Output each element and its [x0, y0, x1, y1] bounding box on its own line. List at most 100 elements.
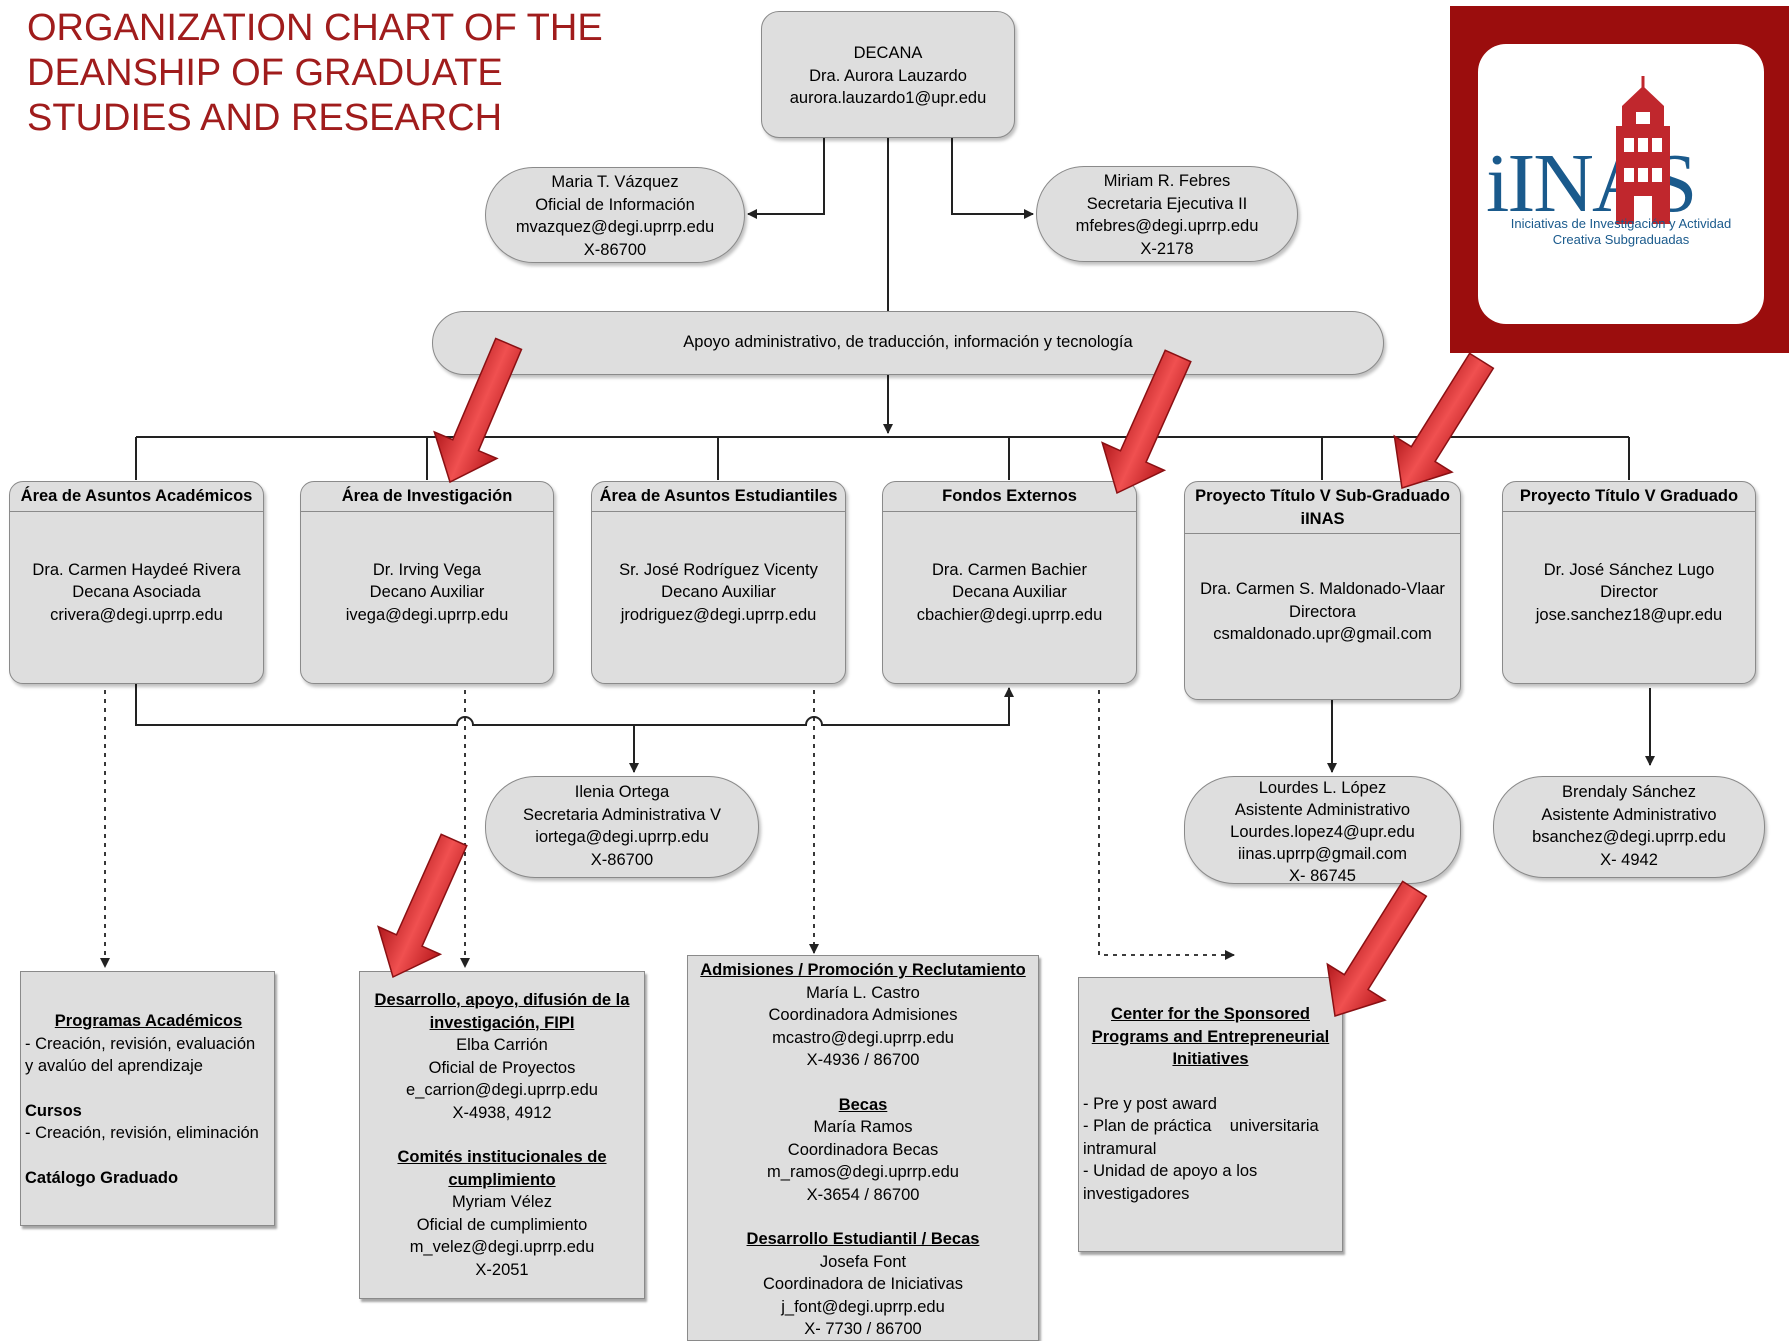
- connector-dean-info: [747, 138, 825, 219]
- iinas-assistant-box[interactable]: Lourdes L. López Asistente Administrativ…: [1184, 776, 1461, 885]
- committees-heading-a: Comités institucionales de: [397, 1148, 607, 1166]
- area-research-email: ivega@degi.uprrp.edu: [345, 605, 509, 624]
- scholarships-heading: Becas: [838, 1095, 888, 1114]
- research-heading-a: Desarrollo, apoyo, difusión de la: [374, 991, 630, 1009]
- iinas-logo-subtitle: Iniciativas de Investigación y Actividad…: [1510, 216, 1732, 247]
- admissions-person: María L. Castro: [806, 983, 920, 1002]
- area-student-affairs-name: Sr. José Rodríguez Vicenty: [619, 560, 818, 579]
- area-student-affairs[interactable]: Área de Asuntos Estudiantiles Sr. José R…: [591, 481, 846, 684]
- sponsored-heading-c: Initiatives: [1172, 1050, 1249, 1068]
- courses-line: - Creación, revisión, eliminación: [25, 1124, 259, 1142]
- sponsored-line-4: - Unidad de apoyo a los: [1083, 1162, 1258, 1180]
- area-student-affairs-role: Decano Auxiliar: [661, 583, 776, 601]
- iinas-assistant-email2: iinas.uprrp@gmail.com: [1238, 845, 1407, 863]
- admin-secretary-name: Ilenia Ortega: [574, 783, 670, 801]
- area-title-v-grad-role: Director: [1600, 583, 1658, 601]
- catalog-heading: Catálogo Graduado: [25, 1168, 179, 1187]
- area-title-v-undergrad-title: Proyecto Título V Sub-Graduado: [1195, 487, 1450, 505]
- area-student-affairs-body: Sr. José Rodríguez Vicenty Decano Auxili…: [592, 512, 845, 627]
- exec-secretary-name: Miriam R. Febres: [1103, 172, 1231, 190]
- area-academic-affairs-header: Área de Asuntos Académicos: [10, 482, 263, 512]
- area-external-funds-role: Decana Auxiliar: [952, 583, 1067, 601]
- info-officer-box[interactable]: Maria T. Vázquez Oficial de Información …: [485, 167, 745, 263]
- development-ext: X- 7730 / 86700: [804, 1320, 922, 1338]
- grad-assistant-ext: X- 4942: [1600, 850, 1658, 869]
- iinas-assistant-role: Asistente Administrativo: [1234, 801, 1411, 819]
- sponsored-line-1: - Pre y post award: [1083, 1094, 1217, 1113]
- research-role-2: Oficial de cumplimiento: [416, 1215, 588, 1234]
- area-research[interactable]: Área de Investigación Dr. Irving Vega De…: [300, 481, 554, 684]
- programs-line-2: y avalúo del aprendizaje: [25, 1057, 203, 1075]
- area-research-header: Área de Investigación: [301, 482, 553, 512]
- grad-assistant-box[interactable]: Brendaly Sánchez Asistente Administrativ…: [1493, 776, 1765, 878]
- area-title-v-undergrad-subtitle: iINAS: [1300, 509, 1345, 528]
- iinas-logo: iINAS Iniciativas de Investigación y Act…: [1478, 44, 1764, 324]
- research-email-2: m_velez@degi.uprrp.edu: [409, 1238, 595, 1256]
- iinas-assistant-name: Lourdes L. López: [1258, 779, 1387, 797]
- info-officer-email: mvazquez@degi.uprrp.edu: [515, 218, 715, 236]
- area-title-v-undergrad-header: Proyecto Título V Sub-Graduado iINAS: [1185, 482, 1460, 534]
- admin-secretary-email: iortega@degi.uprrp.edu: [535, 828, 709, 846]
- exec-secretary-ext: X-2178: [1140, 239, 1194, 258]
- area-title-v-grad[interactable]: Proyecto Título V Graduado Dr. José Sánc…: [1502, 481, 1756, 684]
- area-title-v-undergrad-name: Dra. Carmen S. Maldonado-Vlaar: [1200, 580, 1445, 598]
- sponsored-heading-b: Programs and Entrepreneurial: [1091, 1027, 1330, 1046]
- courses-heading: Cursos: [25, 1101, 82, 1120]
- research-email-1: e_carrion@degi.uprrp.edu: [406, 1081, 598, 1099]
- area-academic-affairs-body: Dra. Carmen Haydeé Rivera Decana Asociad…: [10, 512, 263, 627]
- area-external-funds-name: Dra. Carmen Bachier: [932, 560, 1087, 579]
- programs-line-1: - Creación, revisión, evaluación: [25, 1034, 256, 1053]
- dean-box[interactable]: DECANA Dra. Aurora Lauzardo aurora.lauza…: [761, 11, 1015, 138]
- research-heading-b: investigación, FIPI: [429, 1013, 575, 1032]
- dean-name: Dra. Aurora Lauzardo: [809, 66, 967, 85]
- research-ext-2: X-2051: [475, 1260, 529, 1279]
- area-external-funds-email: cbachier@degi.uprrp.edu: [916, 605, 1103, 624]
- research-role-1: Oficial de Proyectos: [428, 1058, 576, 1077]
- admin-secretary-box[interactable]: Ilenia Ortega Secretaria Administrativa …: [485, 776, 759, 878]
- scholarships-email: m_ramos@degi.uprrp.edu: [767, 1163, 959, 1181]
- connector-lower-bus: [135, 683, 1014, 726]
- area-research-body: Dr. Irving Vega Decano Auxiliar ivega@de…: [301, 512, 553, 627]
- admissions-ext: X-4936 / 86700: [806, 1051, 920, 1069]
- development-heading: Desarrollo Estudiantil / Becas: [746, 1230, 980, 1248]
- area-academic-affairs-role: Decana Asociada: [72, 583, 201, 601]
- development-email: j_font@degi.uprrp.edu: [781, 1297, 945, 1316]
- dean-email: aurora.lauzardo1@upr.edu: [789, 89, 987, 107]
- research-development-box[interactable]: Desarrollo, apoyo, difusión de la invest…: [359, 971, 645, 1299]
- sponsored-line-2: - Plan de práctica universitaria: [1083, 1117, 1319, 1135]
- tower-icon: [1616, 76, 1670, 224]
- area-external-funds-header: Fondos Externos: [883, 482, 1136, 512]
- iinas-assistant-email: Lourdes.lopez4@upr.edu: [1230, 823, 1415, 841]
- area-title-v-undergrad-body: Dra. Carmen S. Maldonado-Vlaar Directora…: [1185, 534, 1460, 646]
- area-academic-affairs-email: crivera@degi.uprrp.edu: [50, 605, 223, 624]
- area-research-name: Dr. Irving Vega: [372, 560, 482, 579]
- area-title-v-undergrad[interactable]: Proyecto Título V Sub-Graduado iINAS Dra…: [1184, 481, 1461, 700]
- student-services-box[interactable]: Admisiones / Promoción y Reclutamiento M…: [687, 955, 1039, 1341]
- exec-secretary-role: Secretaria Ejecutiva II: [1086, 194, 1248, 213]
- academic-programs-box[interactable]: Programas Académicos - Creación, revisió…: [20, 971, 275, 1226]
- support-bar[interactable]: Apoyo administrativo, de traducción, inf…: [432, 311, 1384, 375]
- admin-secretary-ext: X-86700: [590, 850, 654, 869]
- committees-heading-b: cumplimiento: [448, 1170, 556, 1189]
- sponsored-list: - Pre y post award - Plan de práctica un…: [1079, 1093, 1342, 1206]
- area-title-v-grad-name: Dr. José Sánchez Lugo: [1543, 560, 1715, 579]
- area-external-funds-body: Dra. Carmen Bachier Decana Auxiliar cbac…: [883, 512, 1136, 627]
- page-title: ORGANIZATION CHART OF THE DEANSHIP OF GR…: [27, 7, 603, 139]
- exec-secretary-email: mfebres@degi.uprrp.edu: [1075, 217, 1259, 235]
- exec-secretary-box[interactable]: Miriam R. Febres Secretaria Ejecutiva II…: [1036, 166, 1298, 262]
- sponsored-line-3: intramural: [1083, 1139, 1157, 1158]
- area-title-v-undergrad-email: csmaldonado.upr@gmail.com: [1213, 625, 1432, 643]
- area-academic-affairs[interactable]: Área de Asuntos Académicos Dra. Carmen H…: [9, 481, 264, 684]
- area-title-v-undergrad-role: Directora: [1289, 602, 1356, 621]
- research-person-1: Elba Carrión: [456, 1036, 548, 1054]
- sponsored-programs-box[interactable]: Center for the Sponsored Programs and En…: [1078, 977, 1343, 1252]
- scholarships-person: María Ramos: [813, 1118, 913, 1136]
- area-research-role: Decano Auxiliar: [369, 583, 485, 601]
- connector-dean-secretary: [951, 138, 1034, 219]
- area-external-funds[interactable]: Fondos Externos Dra. Carmen Bachier Deca…: [882, 481, 1137, 684]
- info-officer-role: Oficial de Información: [535, 195, 695, 214]
- admissions-heading: Admisiones / Promoción y Reclutamiento: [700, 961, 1026, 979]
- support-bar-label: Apoyo administrativo, de traducción, inf…: [683, 333, 1133, 351]
- research-person-2: Myriam Vélez: [452, 1193, 552, 1211]
